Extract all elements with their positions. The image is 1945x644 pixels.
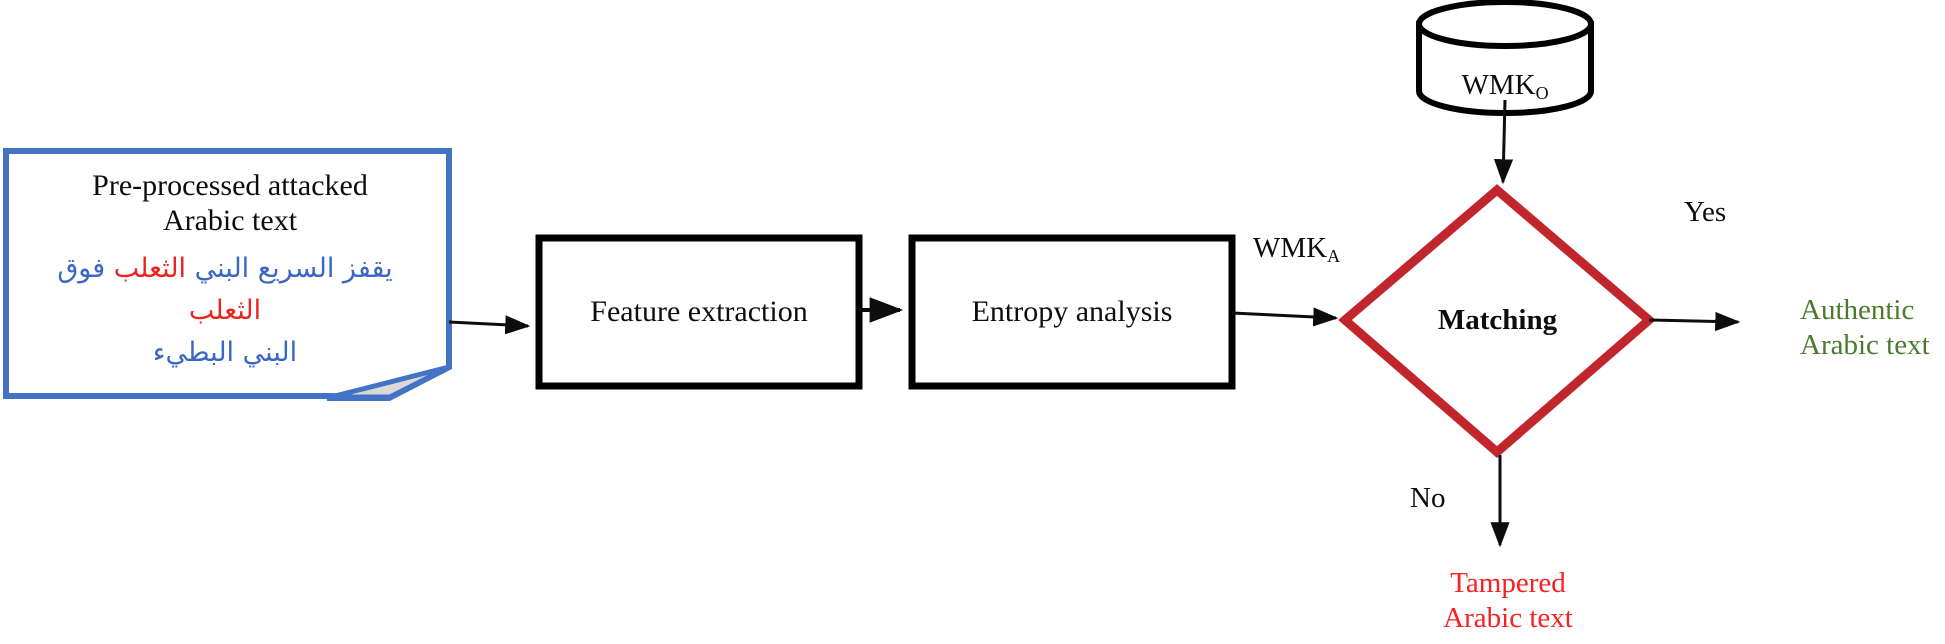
feature-extraction-box: [535, 234, 863, 390]
arabic-seg-1: يقفز السريع البني: [186, 253, 393, 284]
document-fold-corner: [330, 364, 451, 400]
arabic-line-1: يقفز السريع البني الثعلب فوق الثعلب: [20, 248, 430, 332]
arabic-line-2: البني البطيء: [20, 332, 430, 374]
arabic-seg-3: فوق: [57, 253, 114, 284]
arabic-seg-4: الثعلب: [188, 294, 262, 326]
edge-entropy-to-matching: [1231, 307, 1339, 327]
entropy-analysis-box: [908, 234, 1236, 390]
input-document-arabic-text: يقفز السريع البني الثعلب فوق الثعلب البن…: [20, 248, 430, 374]
arabic-seg-2: الثعلب: [113, 253, 187, 284]
matching-diamond: [1338, 184, 1656, 458]
edge-matching-yes: [1648, 311, 1741, 332]
arabic-seg-5: البني البطيء: [152, 336, 298, 368]
edge-datastore-to-matching: [1493, 99, 1514, 185]
input-document-shape: [3, 148, 452, 402]
watermark-datastore-cylinder: [1416, 0, 1594, 116]
edge-document-to-feature: [448, 315, 531, 335]
